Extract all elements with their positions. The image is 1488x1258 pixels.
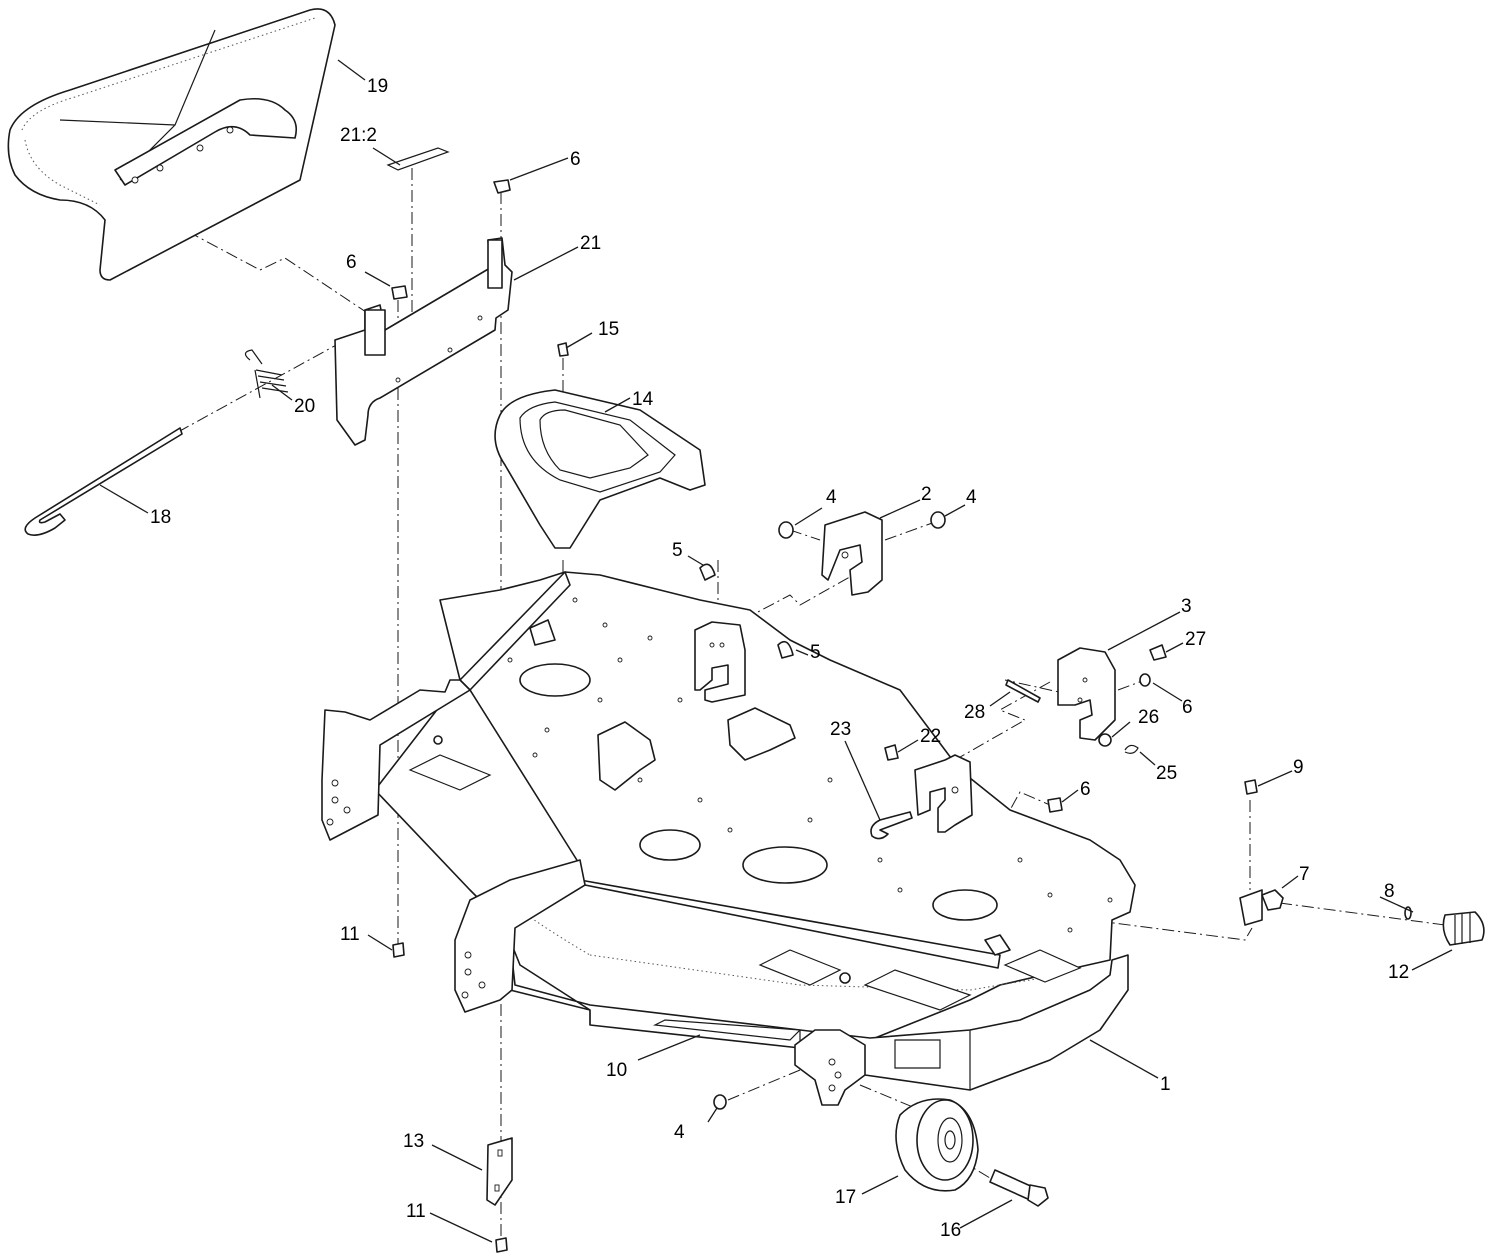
hook-rod-23 <box>870 811 913 840</box>
callout-22: 22 <box>920 726 941 747</box>
callout-4-b: 4 <box>966 487 977 508</box>
deck-housing-1 <box>321 571 1136 1106</box>
callout-11-b: 11 <box>406 1201 426 1222</box>
callout-4-a: 4 <box>826 487 837 508</box>
callout-6-d: 6 <box>1080 779 1091 800</box>
callout-13: 13 <box>403 1131 424 1152</box>
callout-12: 12 <box>1388 962 1409 983</box>
belt-cover-14 <box>494 389 706 549</box>
callout-15: 15 <box>598 319 619 340</box>
spring-20 <box>244 349 289 399</box>
callout-1: 1 <box>1160 1074 1171 1095</box>
callout-labels: 1 2 3 4 4 4 5 5 6 6 6 6 7 8 9 10 11 11 1… <box>150 76 1409 1241</box>
rod-18 <box>24 427 183 536</box>
callout-21-2: 21:2 <box>340 125 377 146</box>
callout-2: 2 <box>921 484 932 505</box>
callout-6-b: 6 <box>346 252 357 273</box>
callout-25: 25 <box>1156 763 1177 784</box>
decal-21-2 <box>386 147 450 171</box>
callout-6-c: 6 <box>1182 697 1193 718</box>
cap-12 <box>1442 911 1485 946</box>
callout-16: 16 <box>940 1220 961 1241</box>
bracket-22-23 <box>914 754 973 833</box>
grass-deflector-19 <box>7 8 336 281</box>
callout-18: 18 <box>150 507 171 528</box>
callout-4-c: 4 <box>674 1122 685 1143</box>
callout-11-a: 11 <box>340 924 360 945</box>
callout-28: 28 <box>964 702 985 723</box>
callout-10: 10 <box>606 1060 627 1081</box>
callout-23: 23 <box>830 719 851 740</box>
callout-8: 8 <box>1384 881 1395 902</box>
hardware <box>391 179 1258 1253</box>
mount-bracket <box>694 621 746 703</box>
wheel-17 <box>895 1098 979 1192</box>
callout-14: 14 <box>632 389 654 410</box>
callout-5-b: 5 <box>810 642 821 663</box>
callout-21: 21 <box>580 233 601 254</box>
bracket-3 <box>1057 647 1116 741</box>
deflector-bracket-21 <box>334 237 513 446</box>
bracket-2 <box>821 511 883 596</box>
leader-lines <box>99 59 1453 1243</box>
fitting-7 <box>1239 889 1284 926</box>
callout-5-a: 5 <box>672 540 683 561</box>
callout-20: 20 <box>294 396 315 417</box>
callout-6-a: 6 <box>570 149 581 170</box>
callout-26: 26 <box>1138 707 1159 728</box>
callout-7: 7 <box>1299 864 1310 885</box>
callout-9: 9 <box>1293 757 1304 778</box>
callout-3: 3 <box>1181 596 1192 617</box>
bracket-13 <box>486 1137 513 1206</box>
callout-27: 27 <box>1185 629 1206 650</box>
callout-17: 17 <box>835 1187 856 1208</box>
bolt-16 <box>989 1169 1049 1207</box>
callout-19: 19 <box>367 76 388 97</box>
